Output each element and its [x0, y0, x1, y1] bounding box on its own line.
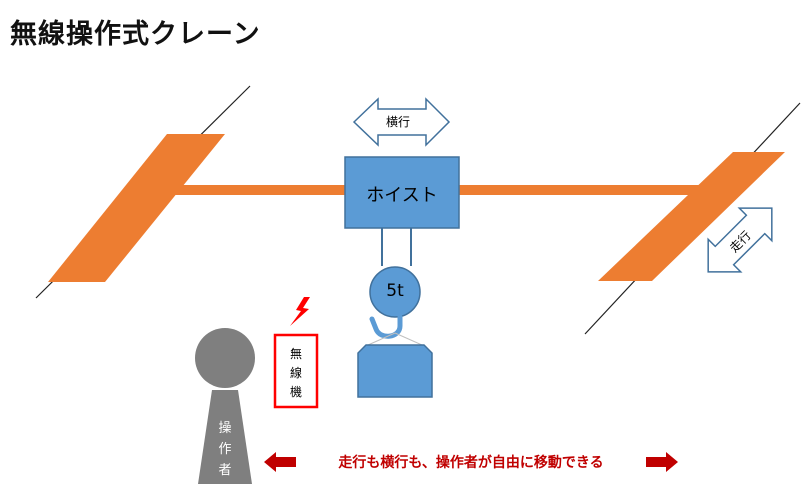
traverse-label: 横行	[386, 115, 411, 129]
lightning-icon	[290, 297, 310, 326]
hoist-body	[344, 156, 460, 229]
radio-label-1: 無	[289, 347, 302, 361]
hook-icon	[369, 314, 403, 339]
right-rail	[598, 152, 785, 281]
radio-label-2: 線	[289, 366, 302, 380]
capacity-label: 5t	[386, 281, 404, 301]
radio-label-3: 機	[289, 385, 302, 399]
traverse-arrow-icon	[352, 97, 451, 147]
operator-head	[195, 328, 255, 388]
operator-label-2: 作	[218, 442, 232, 457]
left-rail	[48, 134, 225, 282]
hook-block	[369, 266, 421, 318]
caption-arrow-right-icon	[646, 452, 678, 472]
operator-label-3: 者	[218, 463, 232, 478]
hoist-label: ホイスト	[366, 185, 438, 206]
travel-arrow-icon	[707, 207, 773, 273]
sling-left	[367, 332, 396, 346]
operator-label-1: 操	[218, 421, 232, 436]
caption-arrow-left-icon	[264, 452, 296, 472]
radio-controller-box	[273, 333, 319, 409]
sling-right	[394, 332, 423, 346]
caption-text: 走行も横行も、操作者が自由に移動できる	[338, 455, 604, 471]
operator-body	[198, 390, 252, 484]
page-title: 無線操作式クレーン	[10, 19, 261, 50]
load-block	[357, 344, 433, 398]
